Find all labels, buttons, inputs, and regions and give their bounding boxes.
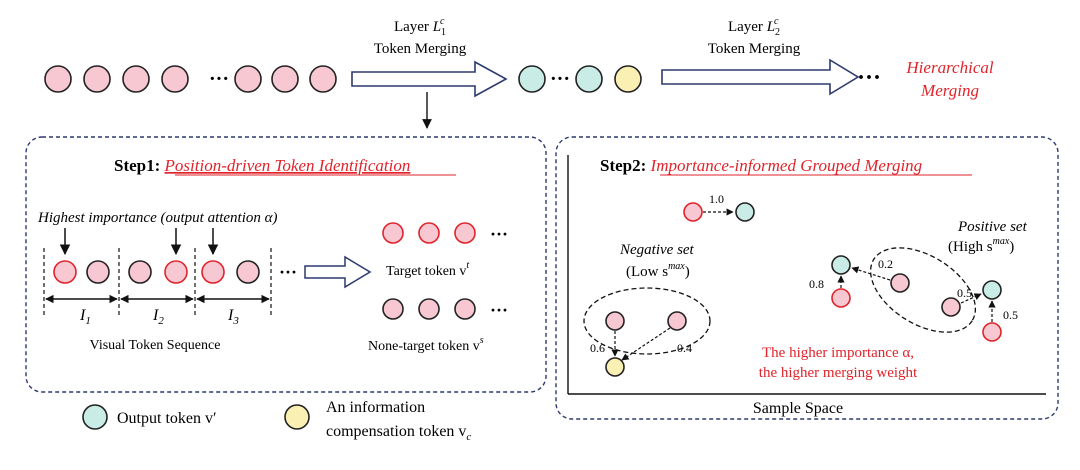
merged-token-row: ··· xyxy=(518,65,642,93)
token-nontarget xyxy=(382,298,404,320)
token-pink xyxy=(309,65,337,93)
token-target xyxy=(982,322,1002,342)
token-target xyxy=(164,260,188,284)
interval-label-3: I3 xyxy=(227,307,239,327)
token-teal xyxy=(982,280,1002,300)
token-target xyxy=(831,288,851,308)
layer1-label: Layer L1c xyxy=(394,16,446,38)
token-nontarget xyxy=(667,311,687,331)
weight-label: 0.8 xyxy=(809,277,824,291)
step2-title: Step2: Importance-informed Grouped Mergi… xyxy=(600,156,922,175)
positive-set-desc: (High smax) xyxy=(948,236,1014,255)
token-target xyxy=(382,222,404,244)
token-nontarget xyxy=(418,298,440,320)
negative-set-desc: (Low smax) xyxy=(626,261,690,280)
token-target xyxy=(418,222,440,244)
layer2-label: Layer L2c xyxy=(728,16,780,38)
target-token-label: Target token vt xyxy=(386,260,469,279)
hierarchical-label: Hierarchical xyxy=(905,58,993,77)
token-teal xyxy=(831,255,851,275)
importance-note-2: the higher merging weight xyxy=(759,365,918,381)
token-pink xyxy=(234,65,262,93)
top-token-row: ··· xyxy=(44,65,337,93)
nontarget-token-label: None-target token vs xyxy=(368,335,484,354)
token-pink xyxy=(271,65,299,93)
legend-info-token xyxy=(284,404,310,430)
merge-arrow xyxy=(851,266,891,281)
nontarget-ellipsis: ··· xyxy=(490,300,508,320)
big-arrow-layer1 xyxy=(351,60,508,98)
legend-output-token xyxy=(82,404,108,430)
negative-set-label: Negative set xyxy=(619,242,695,258)
layer2-label-2: Token Merging xyxy=(708,41,801,57)
positive-set-label: Positive set xyxy=(957,219,1028,235)
token-pink xyxy=(83,65,111,93)
token-nontarget xyxy=(605,311,625,331)
token-teal xyxy=(735,202,755,222)
step1-panel xyxy=(25,136,547,393)
token-target xyxy=(201,260,225,284)
token-nontarget xyxy=(454,298,476,320)
step2-panel xyxy=(555,136,1059,420)
highest-importance-label: Highest importance (output attention α) xyxy=(37,210,278,226)
sequence-ellipsis: ··· xyxy=(279,262,297,282)
interval-label-2: I2 xyxy=(152,307,164,327)
target-ellipsis: ··· xyxy=(490,224,508,244)
merging-label: Merging xyxy=(920,81,979,100)
merge-arrow xyxy=(621,327,671,361)
legend-info-label-1: An information xyxy=(326,399,425,416)
weight-label: 1.0 xyxy=(709,192,724,206)
merge-arrow xyxy=(960,293,982,304)
token-nontarget xyxy=(890,273,910,293)
token-target xyxy=(454,222,476,244)
legend-info-label-2: compensation token vc xyxy=(326,423,471,443)
weight-label: 0.4 xyxy=(677,341,692,355)
step1-title: Step1: Position-driven Token Identificat… xyxy=(114,156,410,175)
weight-label: 0.5 xyxy=(1003,308,1018,322)
token-pink xyxy=(44,65,72,93)
token-teal xyxy=(575,65,603,93)
token-target xyxy=(683,202,703,222)
weight-label: 0.2 xyxy=(878,257,893,271)
weight-label: 0.6 xyxy=(590,341,605,355)
legend-output-label: Output token v′ xyxy=(117,410,217,427)
sample-space-label: Sample Space xyxy=(753,400,843,417)
token-yellow xyxy=(605,357,625,377)
token-nontarget xyxy=(941,297,961,317)
positive-set-ellipse xyxy=(869,247,977,333)
top-ellipsis: ··· xyxy=(209,68,229,90)
token-target xyxy=(53,260,77,284)
token-nontarget xyxy=(128,260,152,284)
weight-label: 0.5 xyxy=(957,286,972,300)
negative-set-ellipse xyxy=(583,287,711,355)
token-yellow xyxy=(614,65,642,93)
token-nontarget xyxy=(236,260,260,284)
split-arrow xyxy=(304,255,372,289)
top-ellipsis-big: ··· xyxy=(857,65,881,91)
visual-token-sequence-label: Visual Token Sequence xyxy=(90,338,221,353)
token-pink xyxy=(161,65,189,93)
layer1-label-2: Token Merging xyxy=(374,41,467,57)
importance-note-1: The higher importance α, xyxy=(762,345,914,361)
big-arrow-layer2 xyxy=(661,58,860,96)
merged-ellipsis: ··· xyxy=(550,68,570,90)
interval-label-1: I1 xyxy=(79,307,91,327)
token-pink xyxy=(122,65,150,93)
token-nontarget xyxy=(86,260,110,284)
token-teal xyxy=(518,65,546,93)
